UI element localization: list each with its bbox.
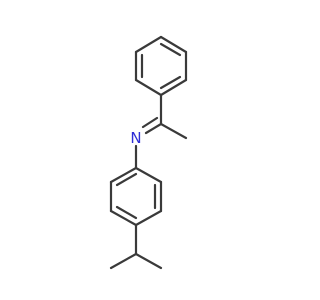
methyl-bond: [159, 122, 188, 140]
phenyl-ring-top: [134, 35, 188, 97]
bond: [109, 166, 138, 184]
bond: [159, 78, 188, 97]
bond: [134, 252, 163, 270]
isopropyl-group: [109, 223, 163, 270]
imine-carbon: [141, 93, 188, 140]
aromatic-inner-bond: [115, 172, 138, 187]
aromatic-inner-bond: [159, 75, 182, 90]
bond: [134, 35, 163, 54]
aromatic-inner-bond: [115, 205, 138, 220]
molecule-diagram: N: [109, 35, 188, 270]
bond: [134, 166, 163, 184]
bond: [109, 252, 138, 270]
phenyl-ring-bottom: [109, 166, 163, 227]
nitrogen-atom-label: N: [130, 129, 141, 147]
bond: [159, 35, 188, 54]
aromatic-inner-bond: [159, 42, 182, 57]
imine-double-bond: [144, 122, 163, 135]
structure-canvas: N: [109, 35, 188, 270]
bond: [134, 209, 163, 227]
bond: [109, 209, 138, 227]
bond: [134, 78, 163, 97]
imine-double-bond: [141, 116, 159, 129]
